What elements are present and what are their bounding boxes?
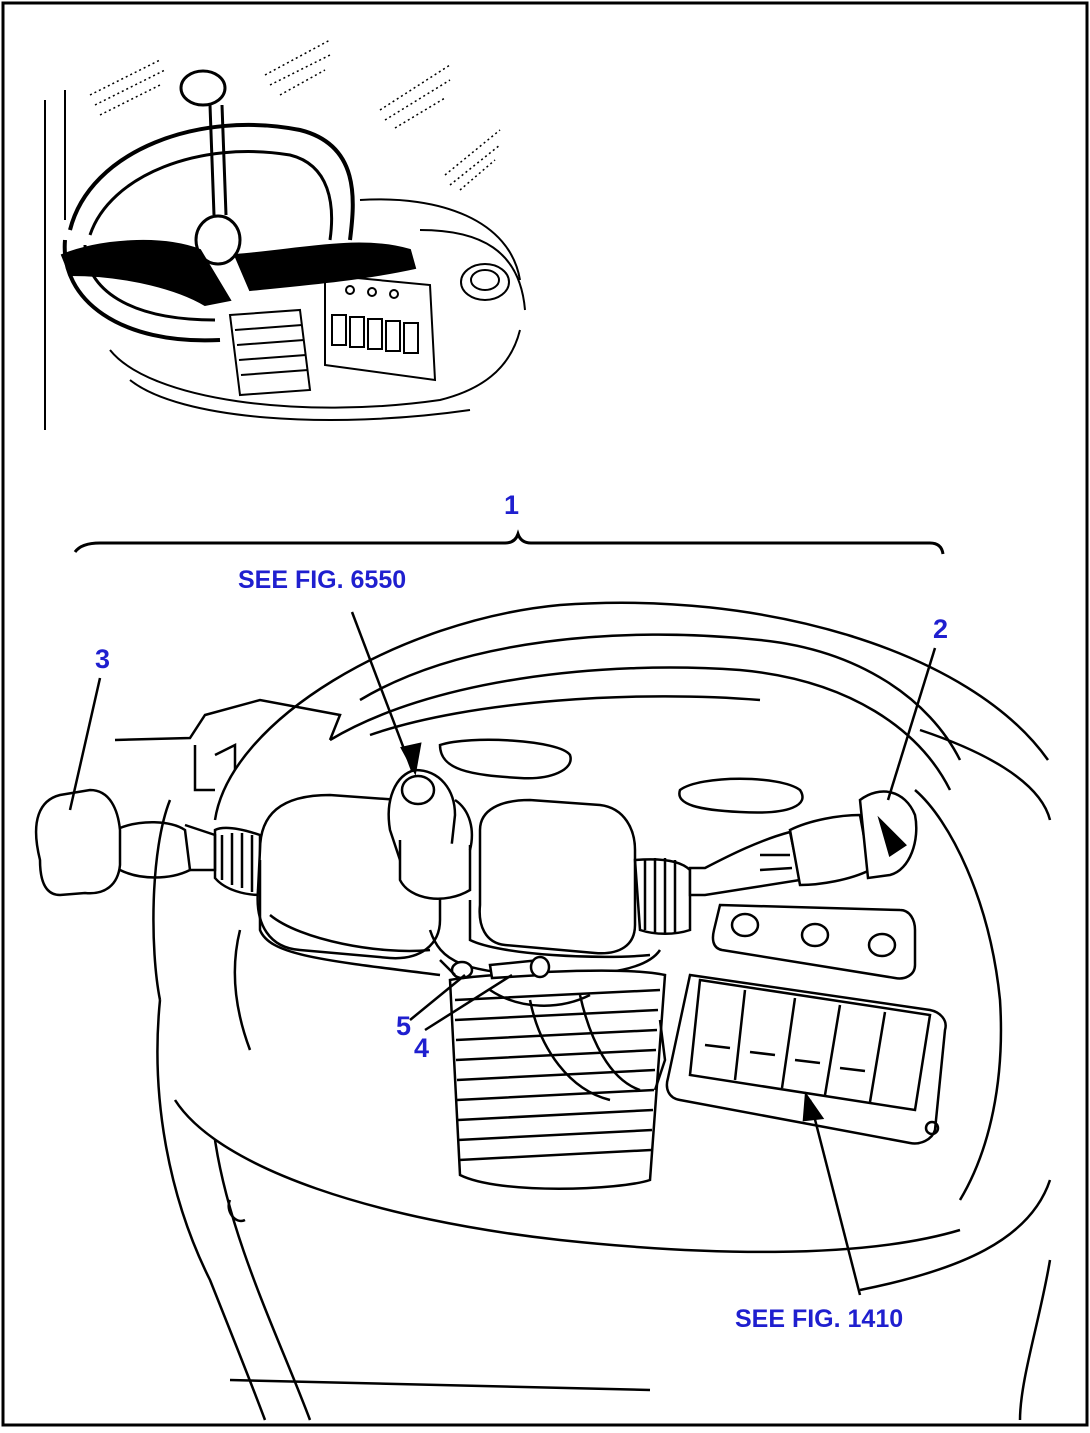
callout-part-2: 2: [933, 614, 949, 644]
leader-5: [409, 974, 466, 1021]
detail-drawing: [34, 601, 1052, 1421]
overview-drawing: [44, 39, 526, 430]
callout-part-5: 5: [396, 1011, 412, 1041]
callout-ref-fig-6550: SEE FIG. 6550: [238, 566, 407, 594]
callout-assembly-1: 1: [504, 490, 520, 520]
callout-part-3: 3: [95, 644, 111, 674]
assembly-brace: [73, 529, 945, 555]
leader-ref-upper: [350, 611, 414, 771]
leader-lines: [68, 611, 937, 1296]
leader-ref-lower: [808, 1099, 862, 1296]
leader-3: [68, 677, 102, 811]
leader-2: [886, 647, 937, 801]
leader-4: [424, 973, 513, 1032]
callout-part-4: 4: [414, 1033, 430, 1063]
callout-ref-fig-1410: SEE FIG. 1410: [735, 1305, 904, 1333]
